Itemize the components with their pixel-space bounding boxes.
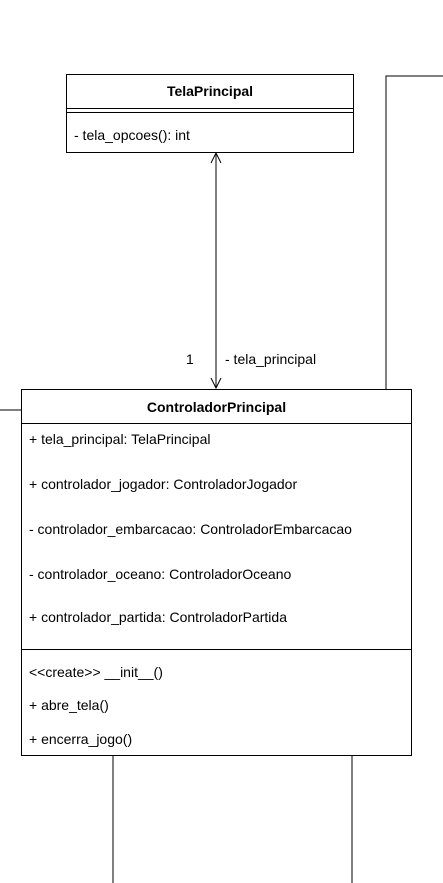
class-tela-principal[interactable]: TelaPrincipal - tela_opcoes(): int: [66, 74, 354, 153]
class-controlador-principal[interactable]: ControladorPrincipal + tela_principal: T…: [21, 389, 412, 756]
class-separator: [22, 649, 411, 650]
attribute-controlador-partida: + controlador_partida: ControladorPartid…: [29, 609, 287, 625]
class-separator-double: [67, 108, 353, 113]
attribute-controlador-oceano: - controlador_oceano: ControladorOceano: [29, 566, 292, 582]
class-name: ControladorPrincipal: [22, 390, 411, 424]
attribute-controlador-jogador: + controlador_jogador: ControladorJogado…: [29, 476, 298, 492]
method-tela-opcoes: - tela_opcoes(): int: [74, 127, 190, 143]
association-role: - tela_principal: [225, 351, 317, 367]
arrowhead-up: [210, 151, 222, 164]
method-encerra-jogo: + encerra_jogo(): [29, 731, 133, 747]
method-init: <<create>> __init__(): [29, 664, 163, 680]
connector-right-outgoing: [385, 75, 443, 389]
method-abre-tela: + abre_tela(): [29, 697, 109, 713]
attribute-tela-principal: + tela_principal: TelaPrincipal: [29, 431, 211, 447]
attribute-controlador-embarcacao: - controlador_embarcacao: ControladorEmb…: [29, 521, 352, 537]
arrowhead-down: [210, 377, 222, 390]
association-multiplicity: 1: [186, 351, 194, 367]
class-name: TelaPrincipal: [166, 83, 254, 99]
